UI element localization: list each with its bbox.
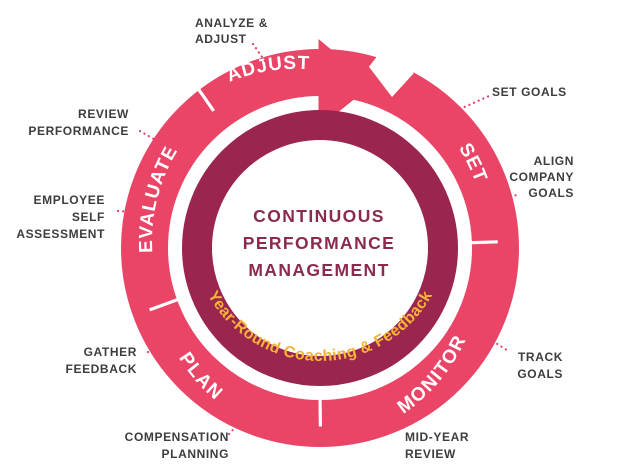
callout-employee-self-assessment: EMPLOYEE SELF ASSESSMENT	[16, 193, 105, 241]
callout-set-goals-line1: SET GOALS	[492, 85, 567, 99]
segment-dividers	[149, 85, 498, 427]
callout-review-performance-line2: PERFORMANCE	[28, 124, 129, 138]
callout-review-performance: REVIEW PERFORMANCE	[28, 107, 129, 138]
callout-employee-self-assessment-line2: SELF	[72, 210, 105, 224]
callout-mid-year-review: MID-YEAR REVIEW	[405, 430, 469, 461]
callout-mid-year-review-line1: MID-YEAR	[405, 430, 469, 444]
ring-gap	[368, 36, 414, 97]
callout-compensation-planning-line1: COMPENSATION	[125, 430, 229, 444]
callout-review-performance-line1: REVIEW	[78, 107, 129, 121]
callout-gather-feedback: GATHER FEEDBACK	[66, 345, 137, 376]
center-title: CONTINUOUS PERFORMANCE MANAGEMENT	[243, 206, 396, 280]
callout-gather-feedback-line2: FEEDBACK	[66, 362, 137, 376]
callout-analyze-adjust-line1: ANALYZE &	[195, 16, 268, 30]
center-title-line3: MANAGEMENT	[248, 260, 389, 280]
callout-gather-feedback-line1: GATHER	[84, 345, 137, 359]
callout-align-goals-line2: COMPANY	[509, 170, 574, 184]
callout-align-goals-line1: ALIGN	[534, 154, 574, 168]
callout-compensation-planning: COMPENSATION PLANNING	[125, 430, 229, 461]
center-title-line2: PERFORMANCE	[243, 233, 396, 253]
callout-set-goals: SET GOALS	[492, 85, 567, 99]
adjust-arrowhead	[318, 39, 373, 128]
callout-track-goals: TRACK GOALS	[517, 350, 563, 381]
inner-ring	[182, 110, 458, 386]
callout-track-goals-line2: GOALS	[517, 367, 563, 381]
center-title-line1: CONTINUOUS	[253, 206, 385, 226]
callout-align-goals: ALIGN COMPANY GOALS	[509, 154, 574, 200]
callout-employee-self-assessment-line1: EMPLOYEE	[34, 193, 105, 207]
callout-compensation-planning-line2: PLANNING	[162, 447, 229, 461]
callout-analyze-adjust-line2: ADJUST	[195, 32, 247, 46]
callout-connectors	[116, 42, 522, 436]
callout-employee-self-assessment-line3: ASSESSMENT	[16, 227, 105, 241]
callout-mid-year-review-line2: REVIEW	[405, 447, 456, 461]
callout-align-goals-line3: GOALS	[528, 186, 574, 200]
callout-track-goals-line1: TRACK	[518, 350, 563, 364]
callout-analyze-adjust: ANALYZE & ADJUST	[195, 16, 268, 46]
